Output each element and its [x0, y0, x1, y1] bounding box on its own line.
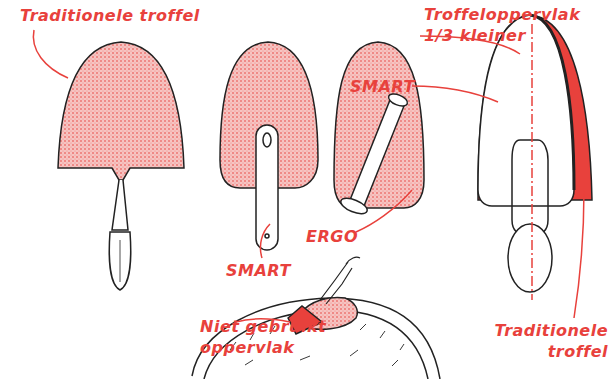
callout-label: SMART: [350, 76, 410, 97]
smart-trowel: [220, 42, 318, 250]
leader-lines: [33, 30, 584, 322]
comparison-outline: [478, 15, 592, 300]
callout-label: Traditionele troffel: [20, 5, 220, 26]
traditional-trowel: [58, 42, 184, 290]
callout-label: ERGO: [306, 226, 356, 247]
callout-label: Traditionele troffel: [470, 320, 608, 362]
ergo-trowel: [334, 42, 424, 217]
callout-label: Troffeloppervlak 1/3 kleiner: [424, 4, 599, 46]
mortar-tub: [192, 257, 440, 379]
callout-label: SMART: [226, 260, 296, 281]
callout-label: Niet gebruikt oppervlak: [200, 316, 350, 358]
